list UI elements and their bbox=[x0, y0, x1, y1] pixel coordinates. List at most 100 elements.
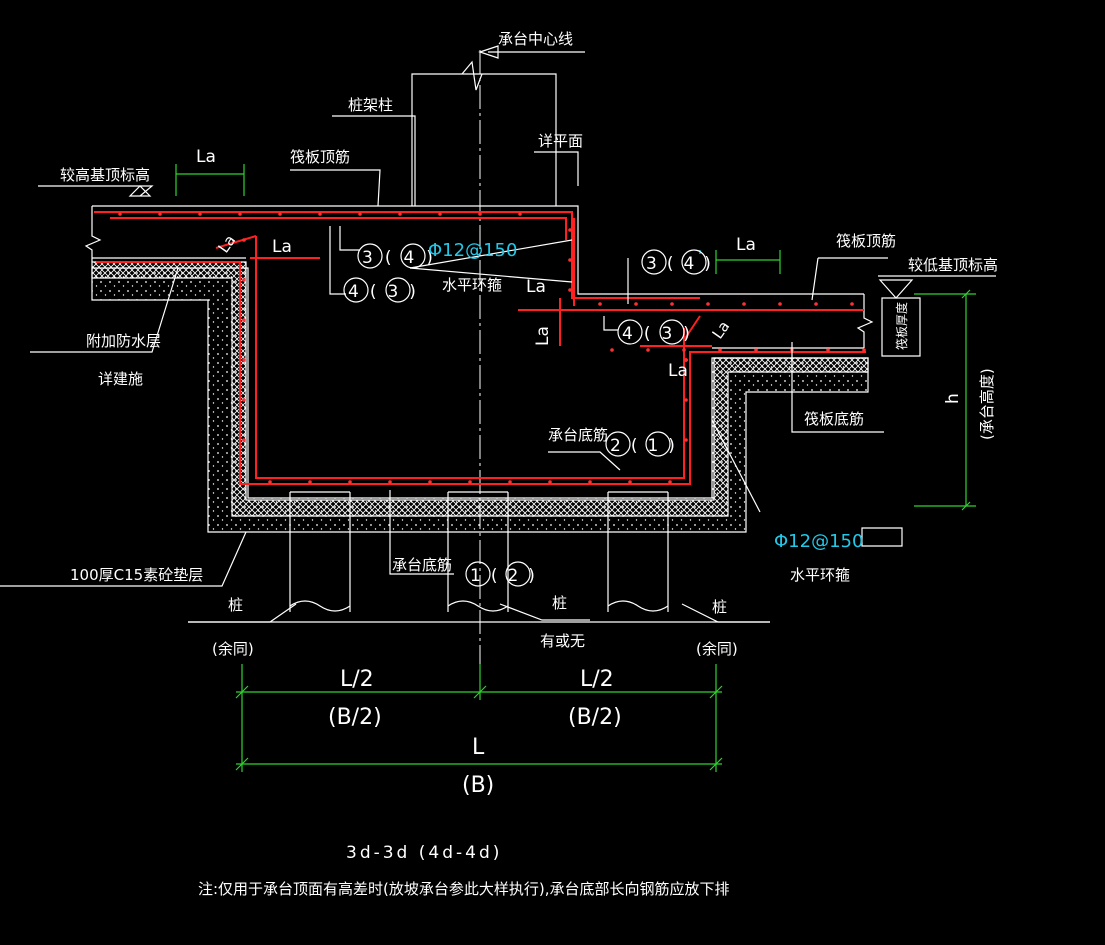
label-bar-1-2: 1(2) bbox=[470, 566, 545, 586]
rebar-dot bbox=[198, 212, 202, 216]
bar-circles bbox=[343, 243, 707, 587]
rebar-dot bbox=[588, 480, 592, 484]
label-raft-bottom-rebar: 筏板底筋 bbox=[804, 410, 864, 428]
rebar-dot bbox=[670, 302, 674, 306]
label-cushion: 100厚C15素砼垫层 bbox=[70, 566, 203, 584]
rebar bbox=[94, 211, 866, 485]
label-detail-plan: 详平面 bbox=[538, 132, 583, 150]
rebar-dot bbox=[850, 302, 854, 306]
rebar-dot bbox=[628, 480, 632, 484]
rebar-dot bbox=[318, 212, 322, 216]
rebar-dot bbox=[568, 228, 572, 232]
label-same-right: (余同) bbox=[696, 640, 738, 658]
dimensions bbox=[175, 164, 976, 772]
label-la-4: La bbox=[526, 277, 546, 297]
label-raft-top-rebar-left: 筏板顶筋 bbox=[290, 148, 350, 166]
section-title: 3d-3d (4d-4d) bbox=[346, 843, 502, 863]
label-full-l: L bbox=[472, 735, 485, 760]
label-phi-top: Φ12@150 bbox=[428, 240, 517, 261]
label-cap-height: (承台高度) bbox=[978, 368, 996, 440]
piles bbox=[188, 491, 770, 623]
rebar-dot bbox=[358, 212, 362, 216]
rebar-dot bbox=[548, 480, 552, 484]
rebar-dot bbox=[308, 480, 312, 484]
label-la-2: La bbox=[272, 237, 292, 257]
rebar-dot bbox=[268, 480, 272, 484]
rebar-dot bbox=[242, 438, 246, 442]
rebar-dot bbox=[478, 212, 482, 216]
label-half-l-right: L/2 bbox=[580, 667, 614, 692]
rebar-dot bbox=[118, 212, 122, 216]
label-horizontal-stirrup-top: 水平环箍 bbox=[442, 276, 502, 294]
label-raft-top-rebar-right: 筏板顶筋 bbox=[836, 232, 896, 250]
label-raft-thickness: 筏板厚度 bbox=[894, 302, 909, 350]
leaders bbox=[0, 45, 996, 623]
label-lower-base-top: 较低基顶标高 bbox=[908, 256, 998, 274]
label-same-left: (余同) bbox=[212, 640, 254, 658]
label-la-3: La bbox=[736, 235, 756, 255]
rebar-dot bbox=[158, 212, 162, 216]
cap-outline bbox=[84, 60, 874, 349]
label-see-architecture: 详建施 bbox=[98, 370, 143, 388]
label-pile-left: 桩 bbox=[228, 596, 243, 614]
label-horizontal-stirrup-bottom: 水平环箍 bbox=[790, 566, 850, 584]
rebar-dot bbox=[438, 212, 442, 216]
label-half-b-right: (B/2) bbox=[568, 705, 622, 730]
label-half-l-left: L/2 bbox=[340, 667, 374, 692]
label-h: h bbox=[943, 393, 963, 404]
label-bar-4-3-b: 4(3) bbox=[622, 324, 701, 344]
rebar-dot bbox=[668, 480, 672, 484]
rebar-dot bbox=[468, 480, 472, 484]
label-cap-bottom-rebar-2: 承台底筋 bbox=[392, 556, 452, 574]
rebar-dot bbox=[238, 212, 242, 216]
rebar-dot bbox=[348, 480, 352, 484]
label-la-vertical: La bbox=[533, 326, 553, 346]
rebar-dot bbox=[634, 302, 638, 306]
label-cap-bottom-rebar-1: 承台底筋 bbox=[548, 426, 608, 444]
label-full-b: (B) bbox=[462, 773, 494, 798]
label-additional-waterproof: 附加防水层 bbox=[86, 332, 161, 350]
rebar-dot bbox=[684, 358, 688, 362]
rebar-dot bbox=[398, 212, 402, 216]
rebar-dot bbox=[778, 302, 782, 306]
rebar-dot bbox=[610, 348, 614, 352]
rebar-dot bbox=[598, 302, 602, 306]
rebar-dot bbox=[862, 348, 866, 352]
label-bar-3-4-b: 3(4) bbox=[646, 254, 721, 274]
label-la-diag-1: La bbox=[215, 232, 240, 257]
rebar-dot bbox=[242, 358, 246, 362]
label-la-diag-2: La bbox=[709, 318, 734, 343]
rebar-dot bbox=[508, 480, 512, 484]
rebar-dot bbox=[742, 302, 746, 306]
rebar-dot bbox=[242, 238, 246, 242]
rebar-dot bbox=[754, 348, 758, 352]
label-la-5: La bbox=[668, 361, 688, 381]
rebar-dot bbox=[242, 318, 246, 322]
label-half-b-left: (B/2) bbox=[328, 705, 382, 730]
rebar-dot bbox=[568, 258, 572, 262]
rebar-dot bbox=[682, 348, 686, 352]
rebar-dot bbox=[388, 480, 392, 484]
rebar-dot bbox=[646, 348, 650, 352]
rebar-dot bbox=[684, 398, 688, 402]
label-center-line: 承台中心线 bbox=[498, 30, 573, 48]
rebar-dot bbox=[718, 348, 722, 352]
rebar-dot bbox=[706, 302, 710, 306]
label-bar-3-4-a: 3(4) bbox=[362, 248, 445, 268]
rebar-dot bbox=[518, 212, 522, 216]
rebar-dot bbox=[278, 212, 282, 216]
label-bar-2-1: 2(1) bbox=[610, 436, 685, 456]
label-phi-bottom: Φ12@150 bbox=[774, 531, 863, 552]
label-bar-4-3-a: 4(3) bbox=[348, 282, 427, 302]
rebar-dot bbox=[568, 288, 572, 292]
label-pile-mid: 桩 bbox=[552, 594, 567, 612]
rebar-dot bbox=[684, 438, 688, 442]
rebar-dot bbox=[242, 278, 246, 282]
label-la-1: La bbox=[196, 147, 216, 167]
rebar-dot bbox=[428, 480, 432, 484]
note-text: 注:仅用于承台顶面有高差时(放坡承台参此大样执行),承台底部长向钢筋应放下排 bbox=[198, 880, 730, 898]
label-pile-right: 桩 bbox=[712, 598, 727, 616]
label-pile-column: 桩架柱 bbox=[348, 96, 393, 114]
label-with-or-without: 有或无 bbox=[540, 632, 585, 650]
